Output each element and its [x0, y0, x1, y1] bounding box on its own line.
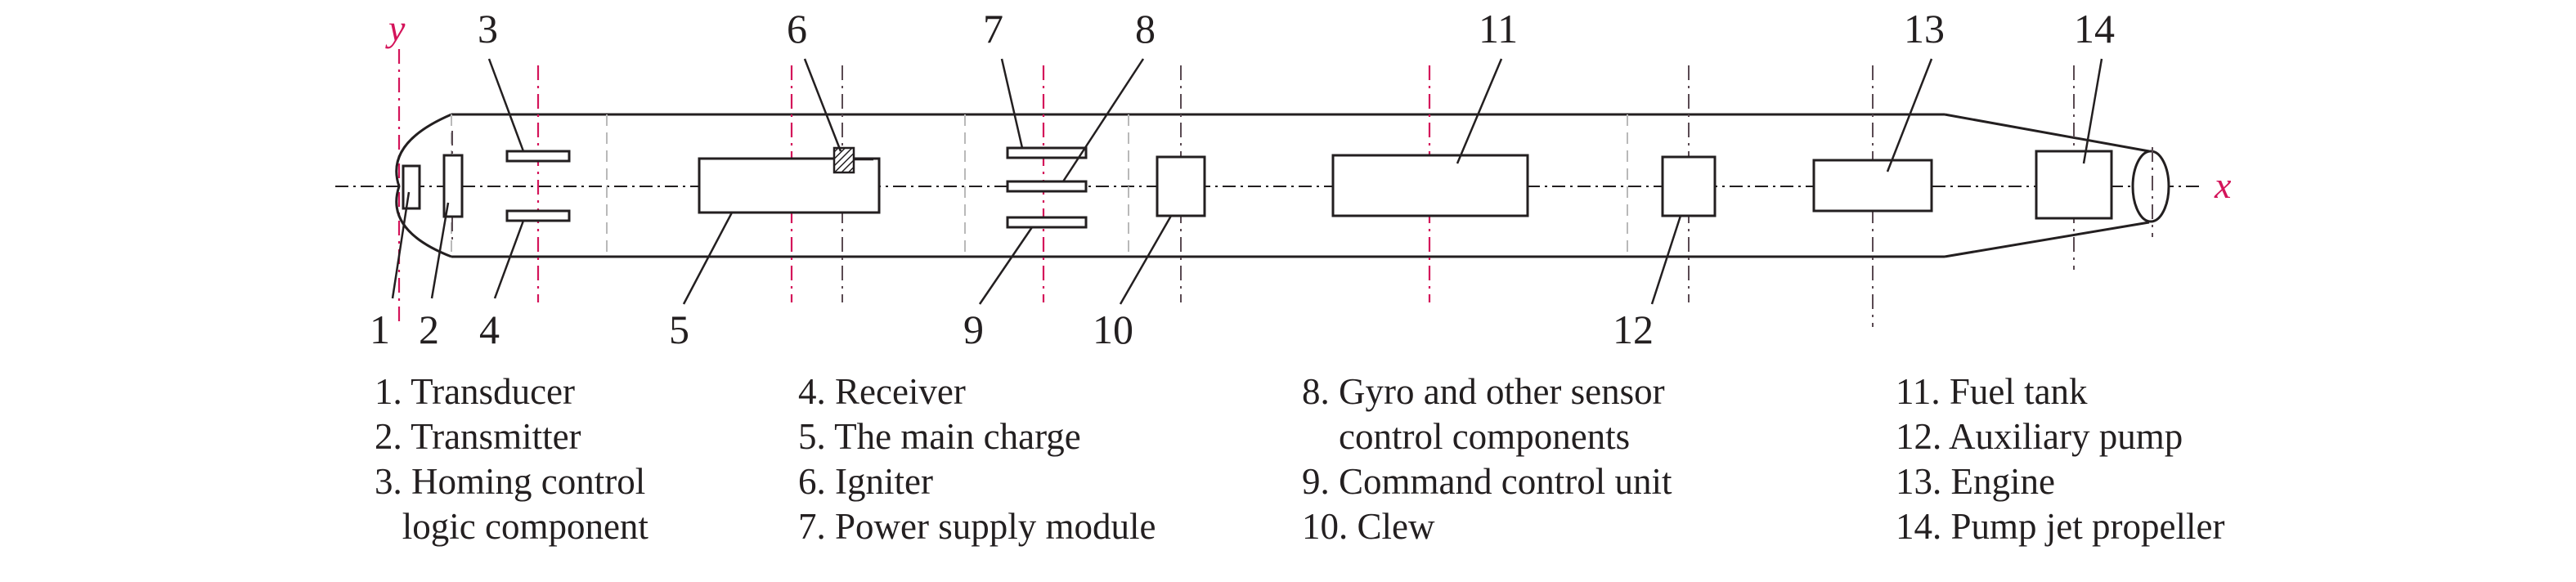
callout-4: 4: [479, 307, 500, 352]
clew-box: [1156, 155, 1206, 217]
legend-item: 8. Gyro and other sensor: [1302, 371, 1665, 412]
callout-11: 11: [1479, 6, 1518, 51]
callout-8: 8: [1135, 6, 1156, 51]
transducer-box: [402, 164, 421, 210]
legend-column-3: 8. Gyro and other sensor control compone…: [1302, 369, 1672, 549]
homing-logic-lower: [505, 209, 571, 222]
legend-item: logic component: [375, 506, 648, 547]
homing-logic-upper: [505, 150, 571, 163]
fuel-tank-box: [1331, 154, 1529, 217]
y-axis-label: y: [385, 7, 406, 49]
propeller-hub: [2131, 150, 2170, 223]
transmitter-box: [442, 154, 464, 218]
igniter-box: [832, 146, 855, 174]
legend-item: 14. Pump jet propeller: [1896, 506, 2225, 547]
legend-item: 1. Transducer: [375, 371, 575, 412]
callout-6: 6: [787, 6, 807, 51]
callout-2: 2: [419, 307, 439, 352]
callout-5: 5: [669, 307, 689, 352]
power-supply-upper: [1006, 146, 1088, 159]
legend-column-2: 4. Receiver 5. The main charge 6. Ignite…: [798, 369, 1156, 549]
legend-item: 11. Fuel tank: [1896, 371, 2088, 412]
legend-item: 5. The main charge: [798, 416, 1081, 457]
sensor-components: [1006, 180, 1088, 193]
callout-14: 14: [2074, 6, 2115, 51]
engine-box: [1812, 159, 1933, 213]
auxiliary-pump-box: [1661, 155, 1717, 217]
legend-item: 2. Transmitter: [375, 416, 581, 457]
callout-7: 7: [983, 6, 1003, 51]
legend-item: 9. Command control unit: [1302, 461, 1672, 502]
callout-12: 12: [1613, 307, 1654, 352]
callout-1: 1: [370, 307, 390, 352]
legend-item: 3. Homing control: [375, 461, 646, 502]
leader-lines: [391, 58, 2103, 305]
legend-item: 4. Receiver: [798, 371, 966, 412]
torpedo-hull: [395, 113, 2170, 258]
legend-column-1: 1. Transducer 2. Transmitter 3. Homing c…: [375, 369, 648, 549]
command-control-lower: [1006, 216, 1088, 229]
components: [402, 146, 2113, 229]
x-axis-label: x: [2214, 164, 2232, 206]
legend-item: 13. Engine: [1896, 461, 2055, 502]
legend-item: 7. Power supply module: [798, 506, 1156, 547]
legend-item: 6. Igniter: [798, 461, 933, 502]
pump-jet-box: [2035, 150, 2113, 220]
callout-10: 10: [1093, 307, 1133, 352]
legend-item: control components: [1302, 416, 1631, 457]
legend-item: 12. Auxiliary pump: [1896, 416, 2183, 457]
callout-3: 3: [478, 6, 498, 51]
legend-item: 10. Clew: [1302, 506, 1435, 547]
legend-column-4: 11. Fuel tank 12. Auxiliary pump 13. Eng…: [1896, 369, 2224, 549]
callout-13: 13: [1904, 6, 1945, 51]
callout-9: 9: [963, 307, 984, 352]
callout-numbers: 1 2 3 4 5 6 7 8 9 10 11 12 13 14: [370, 6, 2115, 352]
